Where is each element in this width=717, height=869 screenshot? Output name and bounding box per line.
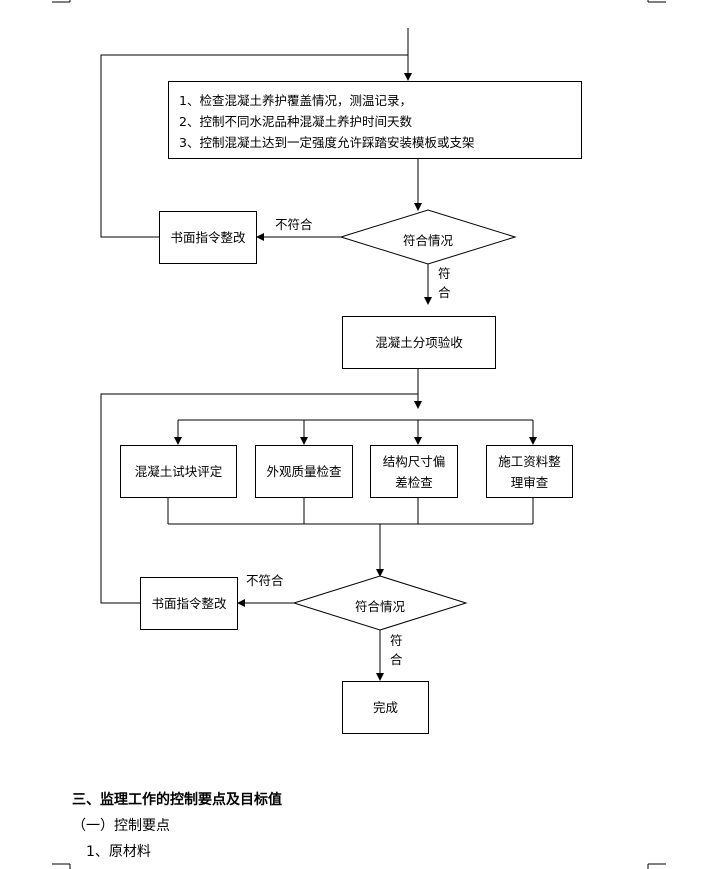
compliant-label-2b: 合	[390, 652, 403, 667]
decision-label-2: 符合情况	[354, 599, 405, 614]
noncompliant-label-1: 不符合	[275, 217, 313, 232]
section-subheading: （一）控制要点	[72, 818, 170, 834]
step-2: 2、控制不同水泥品种混凝土养护时间天数	[179, 114, 412, 129]
inspection-steps-box: 1、检查混凝土养护覆盖情况，测温记录， 2、控制不同水泥品种混凝土养护时间天数 …	[168, 81, 582, 159]
corner-mark-bottom-left	[52, 863, 71, 869]
step-3: 3、控制混凝土达到一定强度允许踩踏安装模板或支架	[179, 135, 475, 150]
section-item: 1、原材料	[86, 844, 151, 860]
loop-line-1	[100, 54, 408, 238]
check-3-line2: 差检查	[395, 474, 433, 490]
check-2-line1: 外观质量检查	[266, 464, 342, 479]
done-box: 完成	[342, 681, 429, 734]
decision-diamond-1	[339, 209, 517, 265]
rectify-label-1: 书面指令整改	[170, 230, 246, 245]
check-box-1: 混凝土试块评定	[120, 445, 237, 498]
corner-mark-top-left	[52, 0, 71, 3]
loop-line-2	[100, 393, 418, 604]
compliant-label-1a: 符	[438, 266, 451, 281]
compliant-label-1b: 合	[438, 285, 451, 300]
check-box-2: 外观质量检查	[255, 445, 353, 498]
rectify-box-2: 书面指令整改	[140, 577, 238, 630]
corner-mark-bottom-right	[647, 863, 666, 869]
acceptance-box: 混凝土分项验收	[342, 316, 496, 369]
noncompliant-label-2: 不符合	[246, 573, 284, 588]
step-1: 1、检查混凝土养护覆盖情况，测温记录，	[179, 93, 412, 108]
acceptance-label: 混凝土分项验收	[375, 335, 463, 350]
section-heading: 三、监理工作的控制要点及目标值	[72, 792, 282, 808]
rectify-label-2: 书面指令整改	[151, 596, 227, 611]
corner-mark-top-right	[647, 0, 666, 3]
rectify-box-1: 书面指令整改	[159, 211, 257, 264]
compliant-label-2a: 符	[390, 633, 403, 648]
decision-label-1: 符合情况	[402, 233, 453, 248]
check-box-4: 施工资料整 理审查	[486, 445, 573, 498]
decision-diamond-2	[292, 575, 468, 631]
check-box-3: 结构尺寸偏 差检查	[370, 445, 458, 498]
check-3-line1: 结构尺寸偏	[382, 453, 446, 469]
check-1-line1: 混凝土试块评定	[134, 464, 223, 479]
done-label: 完成	[372, 700, 398, 715]
check-4-line1: 施工资料整	[498, 453, 561, 469]
check-4-line2: 理审查	[510, 474, 549, 490]
